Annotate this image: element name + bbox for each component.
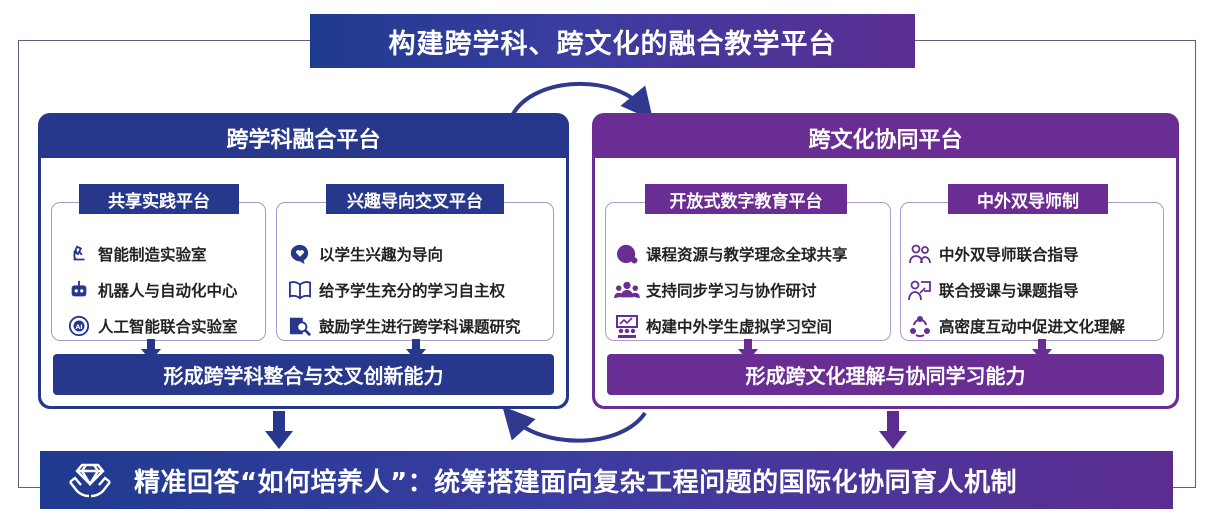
interaction-cycle-icon — [907, 314, 933, 338]
list-item: 中外双导师联合指导 — [907, 236, 1125, 272]
down-arrow-icon — [406, 339, 426, 361]
ai-chip-icon: AI — [66, 314, 92, 338]
virtual-classroom-icon — [614, 314, 640, 338]
panel-title: 跨文化协同平台 — [808, 128, 963, 153]
bottom-cycle-arrow — [502, 406, 647, 443]
list-item-text: 中外双导师联合指导 — [939, 246, 1079, 264]
down-arrow-icon — [1032, 339, 1052, 361]
conclusion-banner: 精准回答“如何培养人”：统筹搭建面向复杂工程问题的国际化协同育人机制 — [40, 451, 1173, 509]
list-item-text: 鼓励学生进行跨学科课题研究 — [319, 318, 521, 336]
panel-body: 智能制造实验室 机器人与自动化中心 AI 人工智能联合实验室 共享实践平台 — [41, 158, 566, 406]
dual-mentor-header: 中外双导师制 — [948, 184, 1108, 214]
panel-body: 课程资源与教学理念全球共享 支持同步学习与协作研讨 构建中外学生虚拟学习空间 开… — [595, 158, 1176, 406]
down-arrow-icon — [141, 339, 161, 361]
interest-oriented-header: 兴趣导向交叉平台 — [326, 184, 504, 214]
open-book-icon — [287, 278, 313, 302]
page-title: 构建跨学科、跨文化的融合教学平台 — [310, 14, 915, 68]
diamond-hands-icon — [68, 460, 112, 500]
item-list: 以学生兴趣为导向 给予学生充分的学习自主权 鼓励学生进行跨学科课题研究 — [287, 236, 521, 344]
list-item: AI 人工智能联合实验室 — [66, 308, 238, 344]
digital-education-box: 课程资源与教学理念全球共享 支持同步学习与协作研讨 构建中外学生虚拟学习空间 — [605, 202, 891, 341]
list-item-text: 给予学生充分的学习自主权 — [319, 282, 506, 300]
group-icon — [614, 278, 640, 302]
down-arrow-icon — [879, 411, 907, 449]
heart-chat-icon — [287, 242, 313, 266]
robot-icon — [66, 278, 92, 302]
two-people-icon — [907, 242, 933, 266]
list-item-text: 支持同步学习与协作研讨 — [646, 282, 817, 300]
list-item-text: 高密度互动中促进文化理解 — [939, 318, 1126, 336]
list-item: 机器人与自动化中心 — [66, 272, 238, 308]
dual-mentor-box: 中外双导师联合指导 联合授课与课题指导 高密度互动中促进文化理解 — [900, 202, 1164, 341]
list-item: 课程资源与教学理念全球共享 — [614, 236, 848, 272]
microscope-icon — [66, 242, 92, 266]
list-item-text: 机器人与自动化中心 — [98, 282, 238, 300]
item-list: 中外双导师联合指导 联合授课与课题指导 高密度互动中促进文化理解 — [907, 236, 1125, 344]
digital-education-header: 开放式数字教育平台 — [645, 184, 847, 214]
teacher-icon — [907, 278, 933, 302]
item-list: 智能制造实验室 机器人与自动化中心 AI 人工智能联合实验室 — [66, 236, 238, 344]
interdisciplinary-result: 形成跨学科整合与交叉创新能力 — [53, 354, 554, 395]
cycle-arrows — [502, 81, 654, 443]
list-item-text: 课程资源与教学理念全球共享 — [646, 246, 848, 264]
interest-oriented-box: 以学生兴趣为导向 给予学生充分的学习自主权 鼓励学生进行跨学科课题研究 — [276, 202, 554, 341]
list-item-text: 联合授课与课题指导 — [939, 282, 1079, 300]
list-item: 鼓励学生进行跨学科课题研究 — [287, 308, 521, 344]
list-item-text: 智能制造实验室 — [98, 246, 207, 264]
list-item: 支持同步学习与协作研讨 — [614, 272, 848, 308]
shared-practice-header: 共享实践平台 — [79, 184, 239, 214]
item-list: 课程资源与教学理念全球共享 支持同步学习与协作研讨 构建中外学生虚拟学习空间 — [614, 236, 848, 344]
list-item: 以学生兴趣为导向 — [287, 236, 521, 272]
down-arrow-icon — [738, 339, 758, 361]
cross-cultural-result: 形成跨文化理解与协同学习能力 — [607, 354, 1164, 395]
book-search-icon — [287, 314, 313, 338]
cross-cultural-platform-panel: 跨文化协同平台 课程资源与教学理念全球共享 支持同步学习与协作研讨 — [592, 113, 1179, 409]
down-arrow-icon — [265, 411, 293, 449]
list-item: 智能制造实验室 — [66, 236, 238, 272]
globe-network-icon — [614, 242, 640, 266]
top-cycle-arrow — [511, 81, 654, 121]
list-item-text: 人工智能联合实验室 — [98, 318, 238, 336]
list-item-text: 以学生兴趣为导向 — [319, 246, 444, 264]
list-item-text: 构建中外学生虚拟学习空间 — [646, 318, 833, 336]
list-item: 高密度互动中促进文化理解 — [907, 308, 1125, 344]
conclusion-text: 精准回答“如何培养人”：统筹搭建面向复杂工程问题的国际化协同育人机制 — [134, 467, 1018, 498]
panel-title: 跨学科融合平台 — [226, 128, 381, 153]
list-item: 联合授课与课题指导 — [907, 272, 1125, 308]
list-item: 给予学生充分的学习自主权 — [287, 272, 521, 308]
svg-text:AI: AI — [75, 323, 82, 331]
shared-practice-box: 智能制造实验室 机器人与自动化中心 AI 人工智能联合实验室 — [51, 202, 266, 341]
list-item: 构建中外学生虚拟学习空间 — [614, 308, 848, 344]
interdisciplinary-platform-panel: 跨学科融合平台 智能制造实验室 机器人与自动化中心 — [38, 113, 569, 409]
